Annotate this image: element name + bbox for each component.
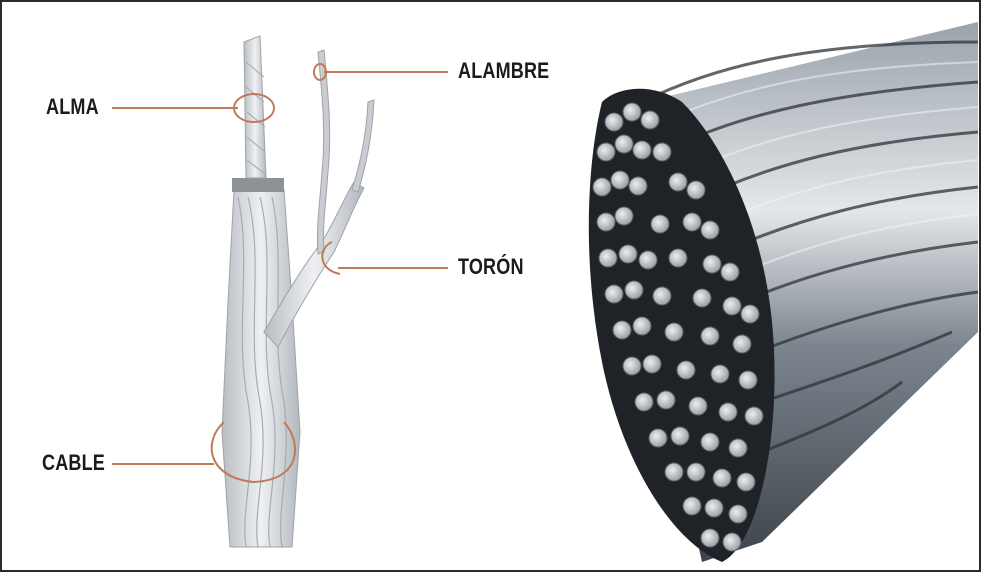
cable-body — [222, 190, 300, 547]
core-alma — [244, 36, 266, 178]
label-cable: CABLE — [42, 450, 105, 476]
cable-top-band — [232, 178, 284, 192]
label-alma: ALMA — [46, 94, 99, 120]
wire-alambre-2 — [352, 100, 374, 192]
wire-rope-photo — [589, 22, 978, 562]
label-toron: TORÓN — [458, 254, 524, 280]
cable-illustration — [222, 36, 374, 547]
label-alambre: ALAMBRE — [458, 58, 549, 84]
